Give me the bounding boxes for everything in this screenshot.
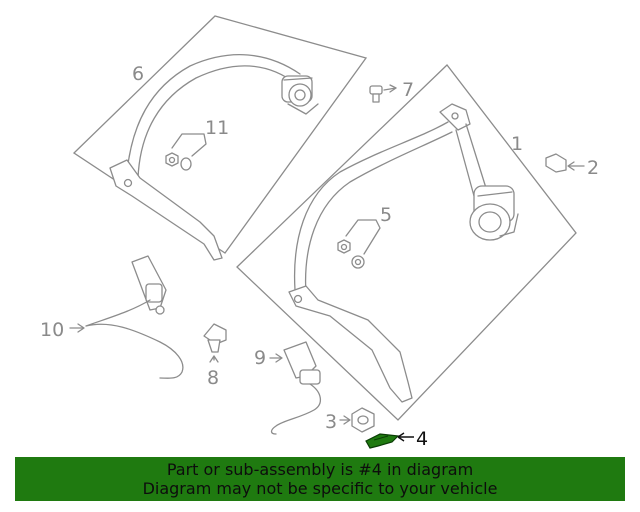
callout-4[interactable]: 4 [416,428,428,450]
front-retractor [469,185,519,241]
rear-belt-assembly-group [72,15,368,261]
callout-6: 6 [132,63,144,85]
callout-11: 11 [205,117,229,139]
rear-retractor [281,75,319,115]
buckle-10-harness [85,299,184,379]
buckle-10 [69,255,184,379]
callout-9: 9 [254,347,266,369]
rear-washer [180,157,192,171]
rear-belt-webbing [126,54,301,179]
callout-5: 5 [380,204,392,226]
part-info-banner: Part or sub-assembly is #4 in diagram Di… [15,457,625,501]
part-4-highlighted[interactable] [365,432,414,449]
bolt-2 [545,153,585,173]
buckle-9-harness [270,383,321,435]
callout-7: 7 [402,79,414,101]
bolt-8 [203,323,227,363]
callout-8: 8 [207,367,219,389]
callout-11-leader [171,133,207,157]
rear-belt-anchor-plate [109,159,223,261]
front-belt-webbing [293,121,453,295]
part-4-shape[interactable] [365,433,400,449]
banner-line-1: Part or sub-assembly is #4 in diagram [166,460,474,479]
callout-1: 1 [511,133,523,155]
banner-line-2: Diagram may not be specific to your vehi… [142,479,498,498]
buckle-9 [269,341,321,435]
rear-anchor-hole [123,178,133,188]
nut-3 [339,407,375,433]
bolt-7 [369,84,397,103]
front-belt-assembly-group [236,64,577,421]
callout-5-leader [345,219,381,255]
callout-2: 2 [587,157,599,179]
front-belt-panel [236,64,577,421]
callout-10: 10 [40,319,64,341]
callout-3: 3 [325,411,337,433]
